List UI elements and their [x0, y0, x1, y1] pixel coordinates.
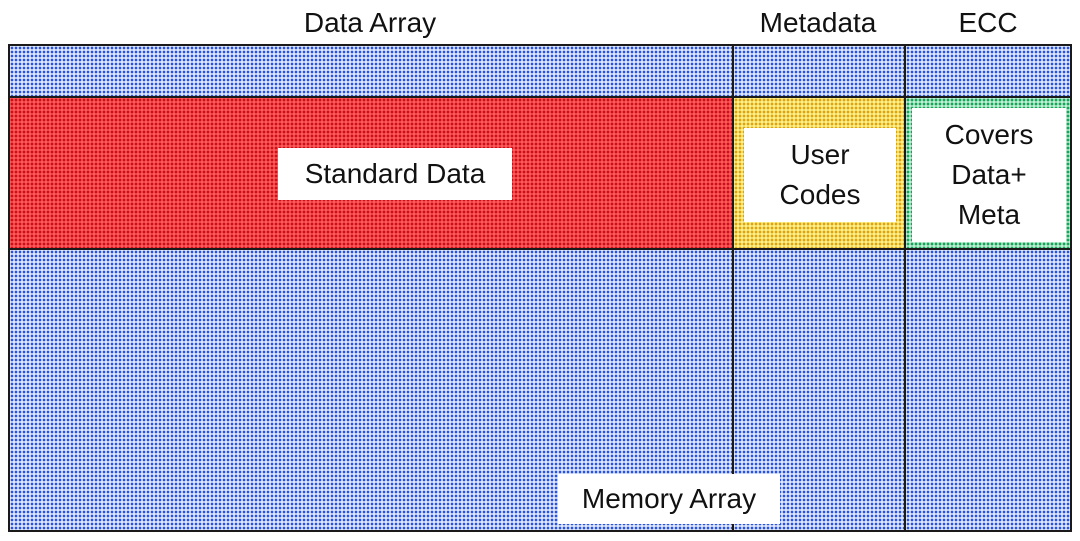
ecc-covers-label: Covers Data+ Meta [912, 108, 1066, 242]
column-divider-metadata [732, 46, 734, 530]
row-divider-top [10, 96, 1070, 98]
user-codes-label: User Codes [744, 128, 896, 222]
ecc-header: ECC [958, 7, 1018, 38]
memory-array-label: Memory Array [558, 474, 780, 524]
standard-data-label: Standard Data [278, 148, 512, 200]
column-divider-ecc [904, 46, 906, 530]
data-array-header: Data Array [303, 7, 437, 38]
row-divider-bottom [10, 248, 1070, 250]
metadata-header: Metadata [759, 7, 877, 38]
memory-array-diagram: Standard Data User Codes Covers Data+ Me… [8, 44, 1072, 532]
